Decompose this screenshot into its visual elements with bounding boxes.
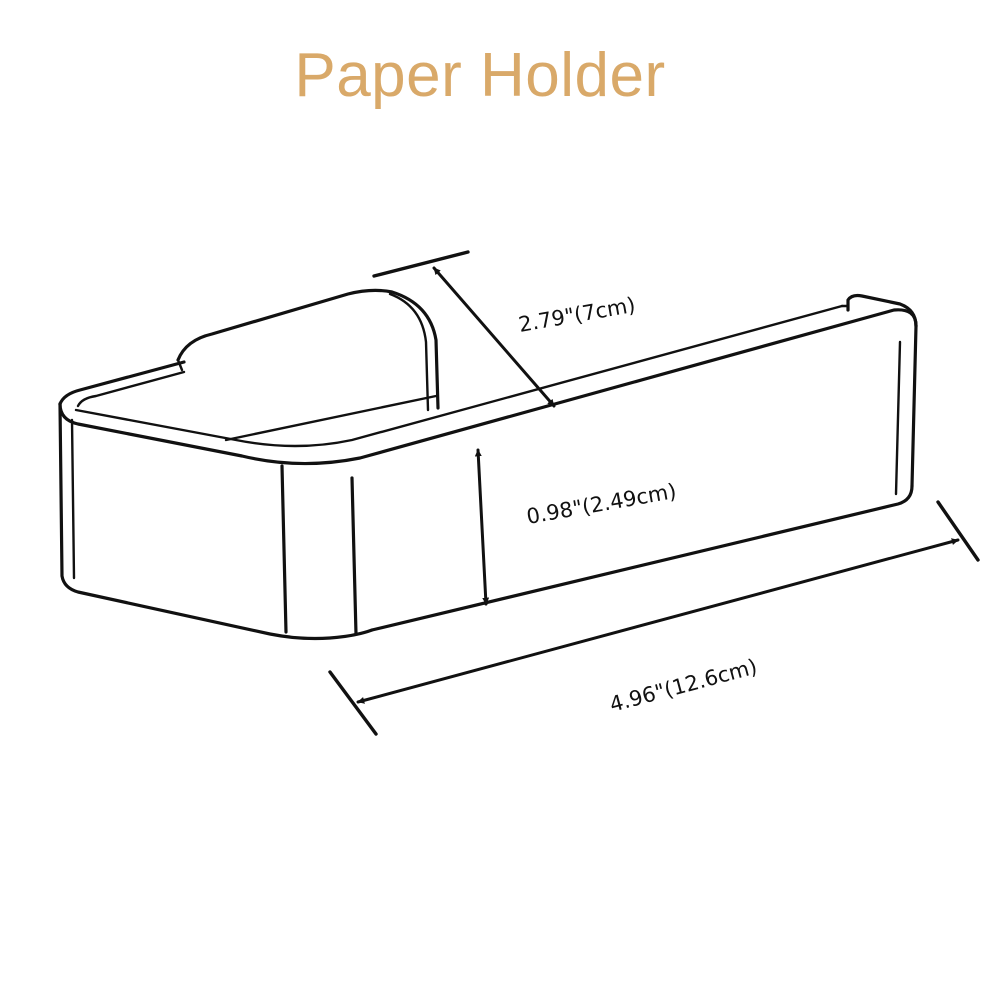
depth-label: 2.79"(7cm) [517, 293, 638, 337]
depth-extension-line [372, 250, 470, 278]
length-right-extension [936, 500, 980, 562]
height-label: 0.98"(2.49cm) [525, 479, 678, 529]
tray-rim [58, 293, 918, 466]
depth-arrow [432, 266, 556, 408]
depth-dimension: 2.79"(7cm) [372, 250, 638, 408]
length-left-extension [328, 670, 378, 736]
height-arrow [474, 448, 490, 606]
length-arrow [356, 538, 960, 704]
length-label: 4.96"(12.6cm) [607, 654, 760, 716]
wall-plate [176, 288, 440, 412]
tray-front [58, 324, 918, 641]
diagram-title: Paper Holder [294, 41, 666, 110]
